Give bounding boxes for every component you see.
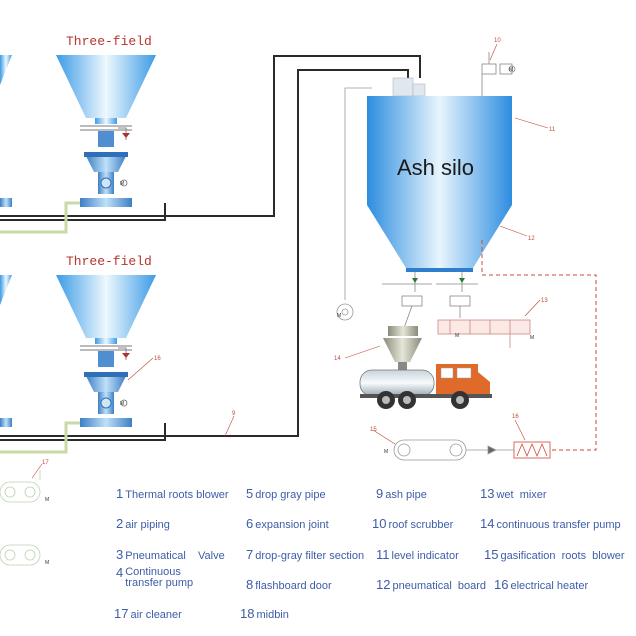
svg-text:M: M xyxy=(530,335,534,341)
hopper-title-top: Three-field xyxy=(66,34,152,49)
svg-text:M: M xyxy=(120,181,124,187)
svg-text:M: M xyxy=(45,560,49,566)
air-cleaner xyxy=(0,470,41,566)
callout-15: 15 xyxy=(370,427,377,433)
callout-13: 13 xyxy=(541,298,548,304)
callout-17: 17 xyxy=(42,460,49,466)
motor-symbols: M M M M M M M M M xyxy=(45,67,534,566)
wet-mixer xyxy=(437,319,531,348)
gasification-blower xyxy=(393,439,514,461)
svg-text:M: M xyxy=(455,333,459,339)
heater-line xyxy=(481,240,597,451)
transfer-pump-top xyxy=(86,156,126,172)
callout-11: 11 xyxy=(549,127,556,133)
ash-truck xyxy=(359,364,492,409)
transfer-pump-bottom xyxy=(86,376,126,392)
callout-numbers: 10 11 12 13 14 15 16 16 9 17 xyxy=(42,38,556,466)
left-edge-hoppers xyxy=(0,55,12,427)
hopper-bottom xyxy=(56,275,156,427)
callout-9: 9 xyxy=(232,411,236,417)
silo-body xyxy=(367,96,512,268)
svg-text:M: M xyxy=(120,401,124,407)
hopper-bottom-cone xyxy=(56,275,156,338)
ash-silo xyxy=(367,77,512,272)
hopper-title-bottom: Three-field xyxy=(66,254,152,269)
callout-leaders xyxy=(31,43,549,479)
svg-text:M: M xyxy=(337,313,341,319)
callout-14: 14 xyxy=(334,356,341,362)
electrical-heater xyxy=(513,441,551,459)
discharge-chute xyxy=(383,326,422,370)
hopper-top-cone xyxy=(56,55,156,118)
svg-text:M: M xyxy=(384,449,388,455)
silo-fan xyxy=(336,87,372,321)
callout-10: 10 xyxy=(494,38,501,44)
ash-pipes xyxy=(0,55,421,441)
roof-scrubber xyxy=(481,52,516,96)
svg-text:M: M xyxy=(45,497,49,503)
silo-label: Ash silo xyxy=(397,155,475,180)
callout-12: 12 xyxy=(528,236,535,242)
svg-text:M: M xyxy=(509,67,513,73)
callout-16-heater: 16 xyxy=(512,414,519,420)
callout-16: 16 xyxy=(154,356,161,362)
hopper-top xyxy=(56,55,156,207)
